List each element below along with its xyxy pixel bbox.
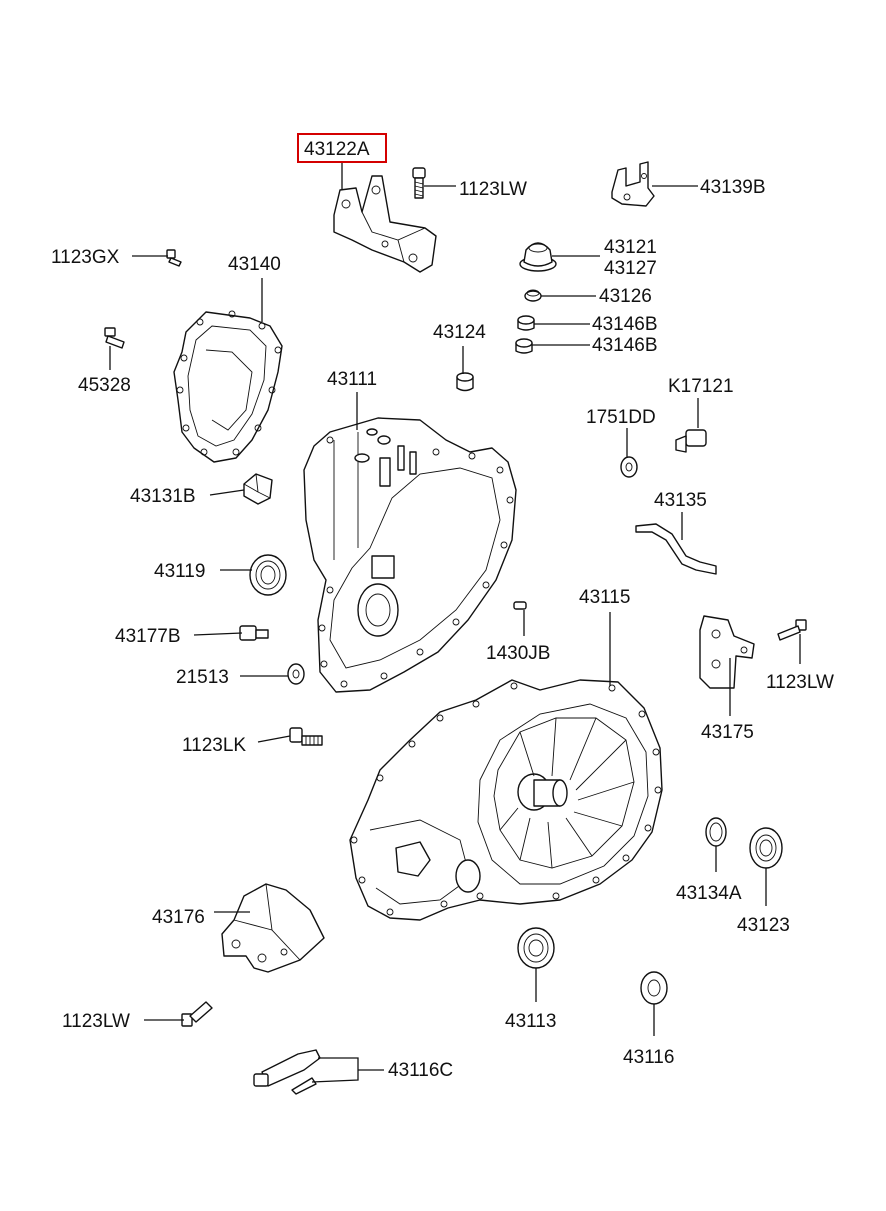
case-43111-drawing xyxy=(303,417,517,693)
label-43122a[interactable]: 43122A xyxy=(304,139,370,160)
label-43121[interactable]: 43121 xyxy=(604,237,657,258)
label-k17121[interactable]: K17121 xyxy=(668,376,734,397)
label-1430jb[interactable]: 1430JB xyxy=(486,643,550,664)
bracket-43175-drawing xyxy=(699,615,755,689)
label-43146b-b[interactable]: 43146B xyxy=(592,335,658,356)
cover-43140-drawing xyxy=(173,310,283,463)
label-43116c[interactable]: 43116C xyxy=(388,1060,453,1081)
label-1123lw-bottom[interactable]: 1123LW xyxy=(62,1011,130,1032)
bolt-45328-drawing xyxy=(104,327,125,349)
seal-43123-drawing xyxy=(749,827,783,869)
bearing-43113-drawing xyxy=(517,927,555,969)
label-43146b-a[interactable]: 43146B xyxy=(592,314,658,335)
highlight-box-43122a xyxy=(297,133,387,163)
sealant-43116c-drawing xyxy=(253,1049,321,1095)
plug-k17121-drawing xyxy=(675,429,707,453)
bolt-1123lk-drawing xyxy=(289,727,323,746)
label-43115[interactable]: 43115 xyxy=(579,587,630,608)
label-1123lw-top[interactable]: 1123LW xyxy=(459,179,527,200)
label-43140[interactable]: 43140 xyxy=(228,254,281,275)
leader-lines xyxy=(109,162,801,1083)
label-1123lw-right[interactable]: 1123LW xyxy=(766,672,834,693)
part-labels: 43122A 1123LW 43139B 1123GX 43140 43121 … xyxy=(51,139,834,1081)
pipe-43135-drawing xyxy=(635,523,717,575)
label-43119[interactable]: 43119 xyxy=(154,561,205,582)
bushing-43146b-a-drawing xyxy=(517,315,535,331)
label-43135[interactable]: 43135 xyxy=(654,490,707,511)
label-43176[interactable]: 43176 xyxy=(152,907,205,928)
bolt-1123gx-drawing xyxy=(166,249,182,267)
label-43113[interactable]: 43113 xyxy=(505,1011,556,1032)
bracket-43122a-drawing xyxy=(333,175,437,273)
bolt-1123lw-bottom-drawing xyxy=(181,1001,213,1027)
bolt-1123lw-right-drawing xyxy=(777,619,807,641)
label-43116[interactable]: 43116 xyxy=(623,1047,674,1068)
label-43139b[interactable]: 43139B xyxy=(700,177,766,198)
shield-43176-drawing xyxy=(221,883,325,973)
pin-1430jb-drawing xyxy=(513,601,527,610)
seal-43134a-drawing xyxy=(705,817,727,847)
label-21513[interactable]: 21513 xyxy=(176,667,229,688)
bushing-43146b-b-drawing xyxy=(515,338,533,354)
plug-43124-drawing xyxy=(456,372,474,392)
label-43131b[interactable]: 43131B xyxy=(130,486,196,507)
label-43111[interactable]: 43111 xyxy=(327,369,377,390)
label-1123gx[interactable]: 1123GX xyxy=(51,247,120,268)
label-43175[interactable]: 43175 xyxy=(701,722,754,743)
label-45328[interactable]: 45328 xyxy=(78,375,131,396)
label-43177b[interactable]: 43177B xyxy=(115,626,181,647)
label-43124[interactable]: 43124 xyxy=(433,322,486,343)
housing-43115-drawing xyxy=(349,679,663,921)
spacer-43126-drawing xyxy=(524,289,542,302)
bracket-43139b-drawing xyxy=(611,161,655,207)
label-1123lk[interactable]: 1123LK xyxy=(182,735,246,756)
label-43127[interactable]: 43127 xyxy=(604,258,657,279)
seal-43119-drawing xyxy=(249,554,287,596)
block-43131b-drawing xyxy=(243,473,273,505)
label-43123[interactable]: 43123 xyxy=(737,915,790,936)
washer-43116-drawing xyxy=(640,971,668,1005)
cap-43121-drawing xyxy=(519,242,557,272)
label-43134a[interactable]: 43134A xyxy=(676,883,742,904)
label-1751dd[interactable]: 1751DD xyxy=(586,407,656,428)
washer-1751dd-drawing xyxy=(620,456,638,478)
bolt-1123lw-top-drawing xyxy=(412,167,426,199)
plug-43177b-drawing xyxy=(239,625,269,641)
label-43126[interactable]: 43126 xyxy=(599,286,652,307)
washer-21513-drawing xyxy=(287,663,305,685)
